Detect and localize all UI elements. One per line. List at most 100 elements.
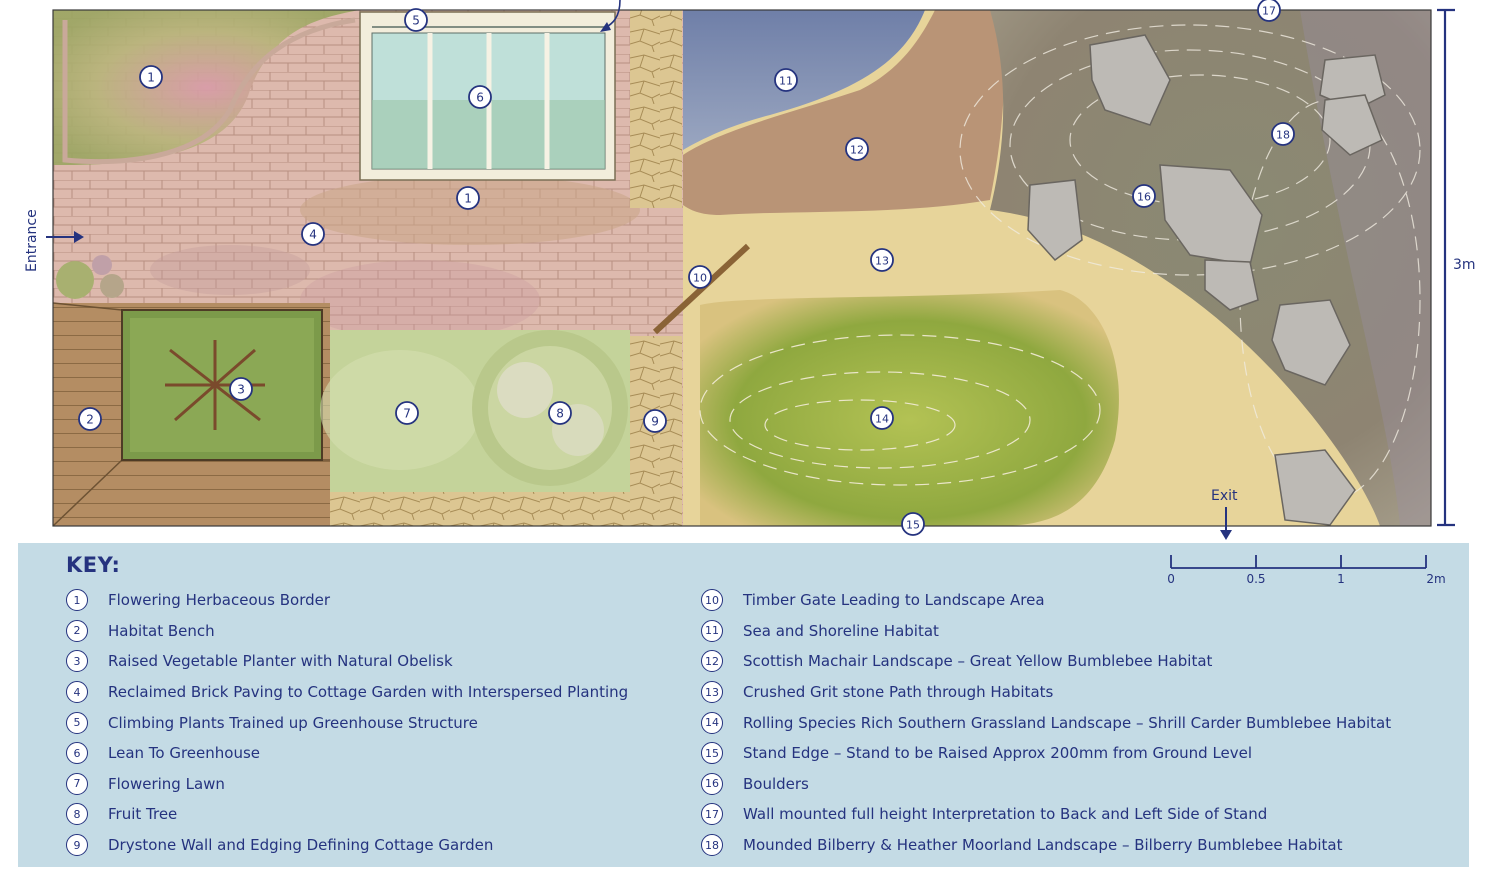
key-item-label: Flowering Herbaceous Border	[108, 591, 331, 610]
svg-text:8: 8	[556, 407, 564, 421]
key-number-badge: 5	[66, 711, 88, 734]
plan-area	[52, 9, 1432, 527]
plan-marker: 1	[139, 65, 163, 89]
dimension-label: 3m	[1453, 257, 1476, 273]
key-item-label: Timber Gate Leading to Landscape Area	[743, 591, 1045, 610]
key-item: 14 Rolling Species Rich Southern Grasslan…	[701, 707, 1391, 738]
scale-tick-label: 0	[1168, 572, 1175, 586]
plan-marker: 12	[845, 137, 869, 161]
key-item-label: Rolling Species Rich Southern Grassland …	[743, 713, 1392, 732]
key-item-label: Wall mounted full height Interpretation …	[743, 805, 1268, 824]
key-item-label: Drystone Wall and Edging Defining Cottag…	[108, 836, 494, 855]
scale-bar: 0 0.5 1 2m	[1168, 555, 1446, 586]
key-item-label: Fruit Tree	[108, 805, 178, 824]
key-number-badge: 12	[701, 650, 723, 673]
plan-marker: 14	[870, 406, 894, 430]
key-item-label: Habitat Bench	[108, 621, 215, 640]
key-number-badge: 16	[701, 772, 723, 795]
plan-marker: 5	[404, 8, 428, 32]
svg-text:15: 15	[906, 519, 920, 532]
key-item: 17 Wall mounted full height Interpretatio…	[701, 799, 1391, 830]
exit-label: Exit	[1211, 488, 1238, 504]
key-number-badge: 3	[66, 650, 88, 673]
plan-marker: 15	[901, 512, 925, 536]
svg-text:10: 10	[693, 272, 707, 285]
svg-text:11: 11	[779, 75, 793, 88]
svg-text:9: 9	[651, 415, 659, 429]
key-number-badge: 11	[701, 619, 723, 642]
dimension-indicator: 3m	[1437, 8, 1476, 527]
plan-marker: 1	[456, 186, 480, 210]
scale-tick-label: 1	[1337, 572, 1345, 586]
key-item-label: Lean To Greenhouse	[108, 744, 261, 763]
key-number-badge: 6	[66, 742, 88, 765]
key-item: 5 Climbing Plants Trained up Greenhouse S…	[66, 707, 628, 738]
svg-text:14: 14	[875, 413, 889, 426]
climbing-arrow-icon	[600, 22, 611, 32]
svg-text:17: 17	[1262, 5, 1276, 18]
key-item-label: Stand Edge – Stand to be Raised Approx 2…	[743, 744, 1253, 763]
key-number-badge: 7	[66, 772, 88, 795]
scale-tick-label: 2m	[1426, 572, 1445, 586]
plan-marker: 2	[78, 407, 102, 431]
svg-text:2: 2	[86, 413, 94, 427]
entrance-label: Entrance	[24, 209, 40, 272]
svg-text:7: 7	[403, 407, 411, 421]
plan-marker: 9	[643, 409, 667, 433]
svg-text:1: 1	[147, 71, 155, 85]
key-number-badge: 13	[701, 681, 723, 704]
svg-text:1: 1	[464, 192, 472, 206]
key-number-badge: 4	[66, 681, 88, 704]
key-item: 15 Stand Edge – Stand to be Raised Approx…	[701, 738, 1391, 769]
key-item: 1 Flowering Herbaceous Border	[66, 585, 628, 616]
exit-arrow-icon	[1220, 530, 1232, 540]
svg-text:13: 13	[875, 255, 889, 268]
key-item-label: Flowering Lawn	[108, 774, 225, 793]
key-number-badge: 18	[701, 834, 723, 857]
plan-marker: 3	[229, 377, 253, 401]
garden-plan: Entrance 3m Exit 1 5 6 1 11 12 4 10 13 2…	[24, 0, 1476, 540]
svg-text:5: 5	[412, 14, 420, 28]
entrance-arrow-icon	[74, 231, 84, 243]
plan-marker: 8	[548, 401, 572, 425]
key-item-label: Climbing Plants Trained up Greenhouse St…	[108, 713, 478, 732]
svg-text:4: 4	[309, 228, 317, 242]
key-item-label: Boulders	[743, 774, 809, 793]
key-item: 7 Flowering Lawn	[66, 769, 628, 800]
svg-text:3: 3	[237, 383, 245, 397]
key-item-label: Raised Vegetable Planter with Natural Ob…	[108, 652, 453, 671]
key-title: KEY:	[66, 553, 121, 577]
key-number-badge: 1	[66, 589, 88, 612]
svg-text:16: 16	[1137, 191, 1151, 204]
plan-marker: 13	[870, 248, 894, 272]
key-item-label: Sea and Shoreline Habitat	[743, 621, 939, 640]
key-number-badge: 10	[701, 589, 723, 612]
scale-tick-label: 0.5	[1246, 572, 1265, 586]
svg-text:6: 6	[476, 91, 484, 105]
plan-marker: 6	[468, 85, 492, 109]
svg-text:12: 12	[850, 144, 864, 157]
key-item: 11 Sea and Shoreline Habitat	[701, 616, 1391, 647]
plan-markers: 1 5 6 1 11 12 4 10 13 2 3 7 8 9 14 15 16…	[78, 0, 1295, 536]
key-number-badge: 15	[701, 742, 723, 765]
key-item: 18 Mounded Bilberry & Heather Moorland La…	[701, 830, 1391, 861]
key-number-badge: 14	[701, 711, 723, 734]
exit-indicator: Exit	[1211, 488, 1238, 540]
key-item-label: Mounded Bilberry & Heather Moorland Land…	[743, 836, 1343, 855]
key-item: 4 Reclaimed Brick Paving to Cottage Garde…	[66, 677, 628, 708]
plan-marker: 10	[688, 265, 712, 289]
key-item: 6 Lean To Greenhouse	[66, 738, 628, 769]
plan-marker: 18	[1271, 122, 1295, 146]
plan-marker: 17	[1257, 0, 1281, 22]
plan-marker: 4	[301, 222, 325, 246]
key-number-badge: 17	[701, 803, 723, 826]
key-item: 10 Timber Gate Leading to Landscape Area	[701, 585, 1391, 616]
key-item-label: Crushed Grit stone Path through Habitats	[743, 683, 1054, 702]
key-item: 13 Crushed Grit stone Path through Habita…	[701, 677, 1391, 708]
key-item-label: Reclaimed Brick Paving to Cottage Garden…	[108, 683, 629, 702]
